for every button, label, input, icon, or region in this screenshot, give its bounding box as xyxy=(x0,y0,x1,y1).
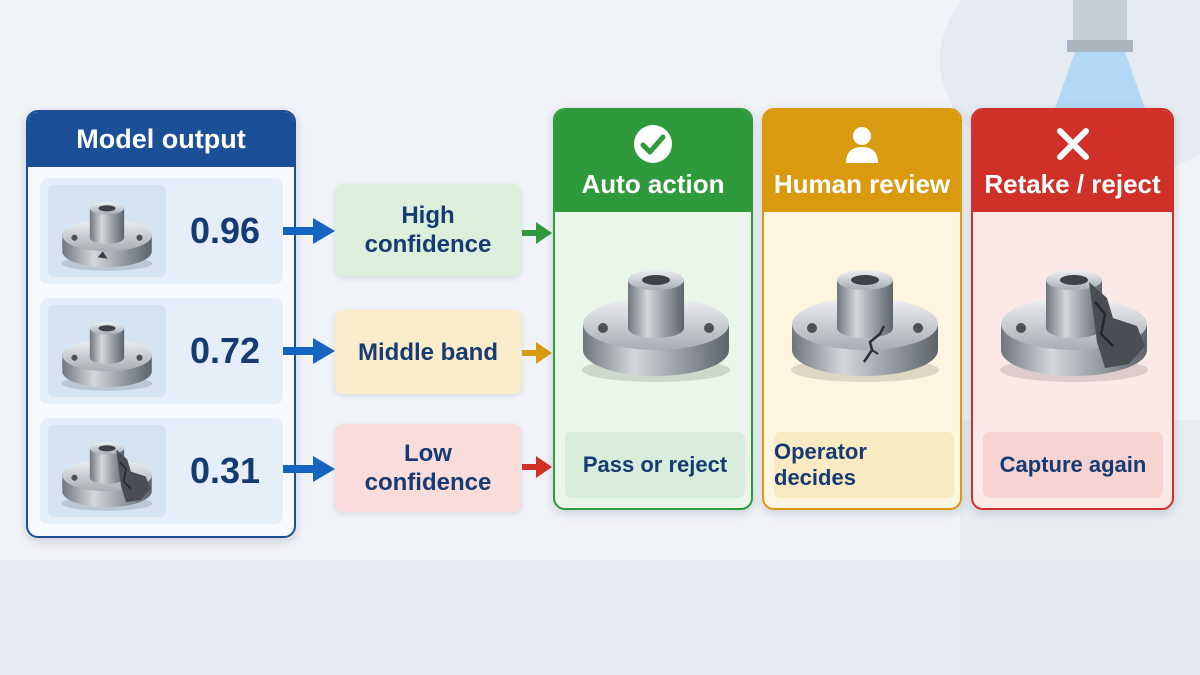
auto-action-panel: Auto action Pass or reject xyxy=(553,108,753,510)
auto-action-header: Auto action xyxy=(555,110,751,212)
model-output-row-1: 0.96 xyxy=(40,178,283,284)
retake-reject-title: Retake / reject xyxy=(984,168,1161,199)
auto-action-title: Auto action xyxy=(581,168,725,199)
x-icon xyxy=(1056,127,1089,160)
confidence-score: 0.72 xyxy=(190,330,261,371)
retake-reject-header: Retake / reject xyxy=(973,110,1172,212)
arrow-right-icon xyxy=(522,456,552,478)
person-icon xyxy=(846,126,878,163)
model-output-panel: Model output 0.96 xyxy=(26,110,296,538)
human-review-footer: Operator decides xyxy=(774,432,954,498)
band-label: Low confidence xyxy=(364,440,492,496)
retake-reject-footer: Capture again xyxy=(983,432,1163,498)
model-output-row-2: 0.72 xyxy=(40,298,283,404)
band-label: Middle band xyxy=(358,338,498,366)
retake-reject-panel: Retake / reject Capture again xyxy=(971,108,1174,510)
confidence-score: 0.31 xyxy=(190,450,261,491)
flange-part-cracked-icon xyxy=(780,222,950,412)
flange-part-broken-icon xyxy=(989,222,1159,412)
check-circle-icon xyxy=(634,124,672,163)
confidence-score: 0.96 xyxy=(190,210,261,251)
auto-action-footer: Pass or reject xyxy=(565,432,745,498)
arrow-right-icon xyxy=(522,222,552,244)
model-output-row-3: 0.31 xyxy=(40,418,283,524)
middle-band: Middle band xyxy=(335,310,521,394)
arrow-right-icon xyxy=(283,338,335,364)
human-review-panel: Human review Operator decides xyxy=(762,108,962,510)
flange-part-intact-icon xyxy=(571,222,741,412)
band-label: High confidence xyxy=(364,202,492,258)
low-confidence-band: Low confidence xyxy=(335,424,521,512)
flange-part-minor-chip-icon xyxy=(48,185,166,277)
flange-part-broken-icon xyxy=(48,425,166,517)
human-review-title: Human review xyxy=(773,168,951,199)
high-confidence-band: High confidence xyxy=(335,184,521,276)
model-output-title: Model output xyxy=(28,112,294,167)
arrow-right-icon xyxy=(283,218,335,244)
human-review-header: Human review xyxy=(764,110,960,212)
inspection-camera-icon xyxy=(1055,0,1145,108)
arrow-right-icon xyxy=(522,342,552,364)
arrow-right-icon xyxy=(283,456,335,482)
flange-part-icon xyxy=(48,305,166,397)
